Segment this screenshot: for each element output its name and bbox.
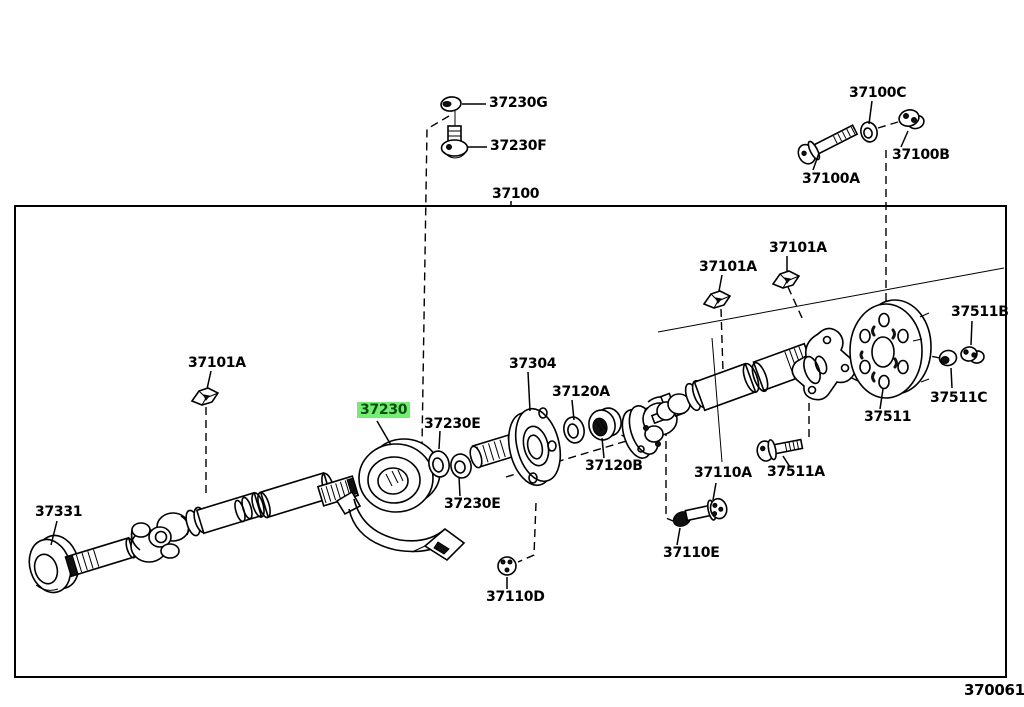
clip-icon xyxy=(702,290,732,309)
rear-three-arm-flange-drawing xyxy=(791,327,857,401)
rear-shaft-tube-drawing xyxy=(684,342,816,412)
part-label-37100a[interactable]: 37100A xyxy=(802,171,860,187)
washer-37230E-drawing xyxy=(428,450,472,479)
construction-lines xyxy=(657,267,1005,333)
part-label-37120a[interactable]: 37120A xyxy=(552,384,610,400)
nut-icon xyxy=(440,96,462,112)
bolt-icon xyxy=(756,438,804,462)
part-label-37100b[interactable]: 37100B xyxy=(892,147,950,163)
nut-icon xyxy=(960,346,985,364)
part-label-37511c[interactable]: 37511C xyxy=(930,390,988,406)
nut-icon xyxy=(898,109,925,130)
part-label-37511a[interactable]: 37511A xyxy=(767,464,825,480)
washer-37120A-drawing xyxy=(563,416,585,444)
rear-flange-yoke-drawing xyxy=(621,392,691,459)
part-label-37120b[interactable]: 37120B xyxy=(585,458,643,474)
clip-icon xyxy=(771,270,801,289)
washer-icon xyxy=(860,121,878,143)
center-bearing-bracket-drawing xyxy=(335,490,466,562)
leader-lines xyxy=(50,100,973,589)
center-support-bearing-37230-drawing xyxy=(358,438,441,513)
nut-icon xyxy=(497,556,517,576)
part-label-37511[interactable]: 37511 xyxy=(864,409,912,425)
figure-number: 370061 xyxy=(964,681,1024,699)
leader-line xyxy=(711,337,723,463)
bearing-37120B-drawing xyxy=(588,407,622,441)
part-label-37101a-1[interactable]: 37101A xyxy=(188,355,246,371)
bolt-icon xyxy=(797,124,859,165)
part-label-37101a-3[interactable]: 37101A xyxy=(769,240,827,256)
part-label-37331[interactable]: 37331 xyxy=(35,504,83,520)
bolt-icon xyxy=(440,111,469,159)
flexible-coupling-37511-drawing xyxy=(849,299,932,399)
flange-37304-drawing xyxy=(469,407,562,487)
part-label-37110a[interactable]: 37110A xyxy=(694,465,752,481)
front-shaft-stub-drawing xyxy=(64,536,137,578)
part-label-37511b[interactable]: 37511B xyxy=(951,304,1009,320)
part-label-37100c[interactable]: 37100C xyxy=(849,85,907,101)
nut-icon xyxy=(938,349,958,367)
part-label-37230f[interactable]: 37230F xyxy=(490,138,547,154)
part-label-37304[interactable]: 37304 xyxy=(509,356,557,372)
clip-icon xyxy=(190,387,220,406)
part-label-37230-highlighted[interactable]: 37230 xyxy=(357,402,411,418)
part-label-37100[interactable]: 37100 xyxy=(492,186,540,202)
bolt-icon xyxy=(684,497,728,522)
part-label-37230e-1[interactable]: 37230E xyxy=(424,416,481,432)
part-label-37110d[interactable]: 37110D xyxy=(486,589,545,605)
front-shaft-tube-drawing xyxy=(195,471,360,535)
part-label-37110e[interactable]: 37110E xyxy=(663,545,720,561)
part-label-37230e-2[interactable]: 37230E xyxy=(444,496,501,512)
part-label-37101a-2[interactable]: 37101A xyxy=(699,259,757,275)
part-label-37230g[interactable]: 37230G xyxy=(489,95,548,111)
